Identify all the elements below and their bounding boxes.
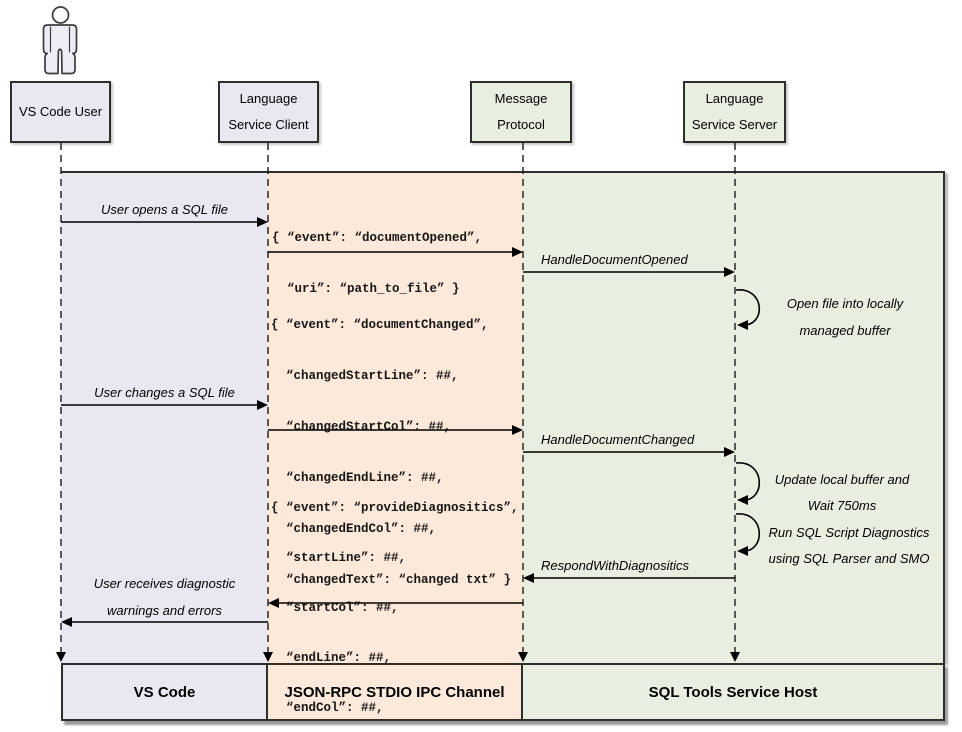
label-open-file: Open file into locally managed buffer [786,296,904,338]
header-label: VS Code User [18,104,103,119]
lane-vscode [61,173,268,663]
header-label: Protocol [497,117,545,132]
label-update-buffer: Update local buffer and Wait 750ms [774,472,910,513]
header-language-service-server: Language Service Server [683,81,786,143]
footer-service-host: SQL Tools Service Host [523,663,945,721]
payload-document-opened: { “event”: “documentOpened”, “uri”: “pat… [272,231,483,296]
swimlane-band [61,171,945,663]
header-message-protocol: Message Protocol [470,81,572,143]
label-user-changes: User changes a SQL file [94,385,235,400]
header-label: Service Server [691,117,778,132]
header-label: Message [494,91,548,106]
footer-ipc-channel: JSON-RPC STDIO IPC Channel [268,663,523,721]
label-handle-opened: HandleDocumentOpened [541,252,688,267]
label-handle-changed: HandleDocumentChanged [541,432,695,447]
footer-row: VS Code JSON-RPC STDIO IPC Channel SQL T… [61,663,945,721]
lane-ipc-channel [268,173,523,663]
label-user-receives: User receives diagnostic warnings and er… [93,576,236,618]
lane-service-host [523,173,943,663]
footer-vscode: VS Code [61,663,268,721]
header-vscode-user: VS Code User [10,81,111,143]
header-label: Service Client [228,117,309,132]
label-respond: RespondWithDiagnositics [541,558,690,573]
header-label: Language [705,91,764,106]
label-user-opens: User opens a SQL file [101,202,228,217]
label-run-diagnostics: Run SQL Script Diagnostics using SQL Par… [768,525,930,566]
payload-provide-diagnostics: { “event”: “provideDiagnositics”, “start… [271,501,519,715]
header-label: Language [239,91,298,106]
payload-document-changed: { “event”: “documentChanged”, “changedSt… [271,318,512,587]
header-language-service-client: Language Service Client [218,81,319,143]
